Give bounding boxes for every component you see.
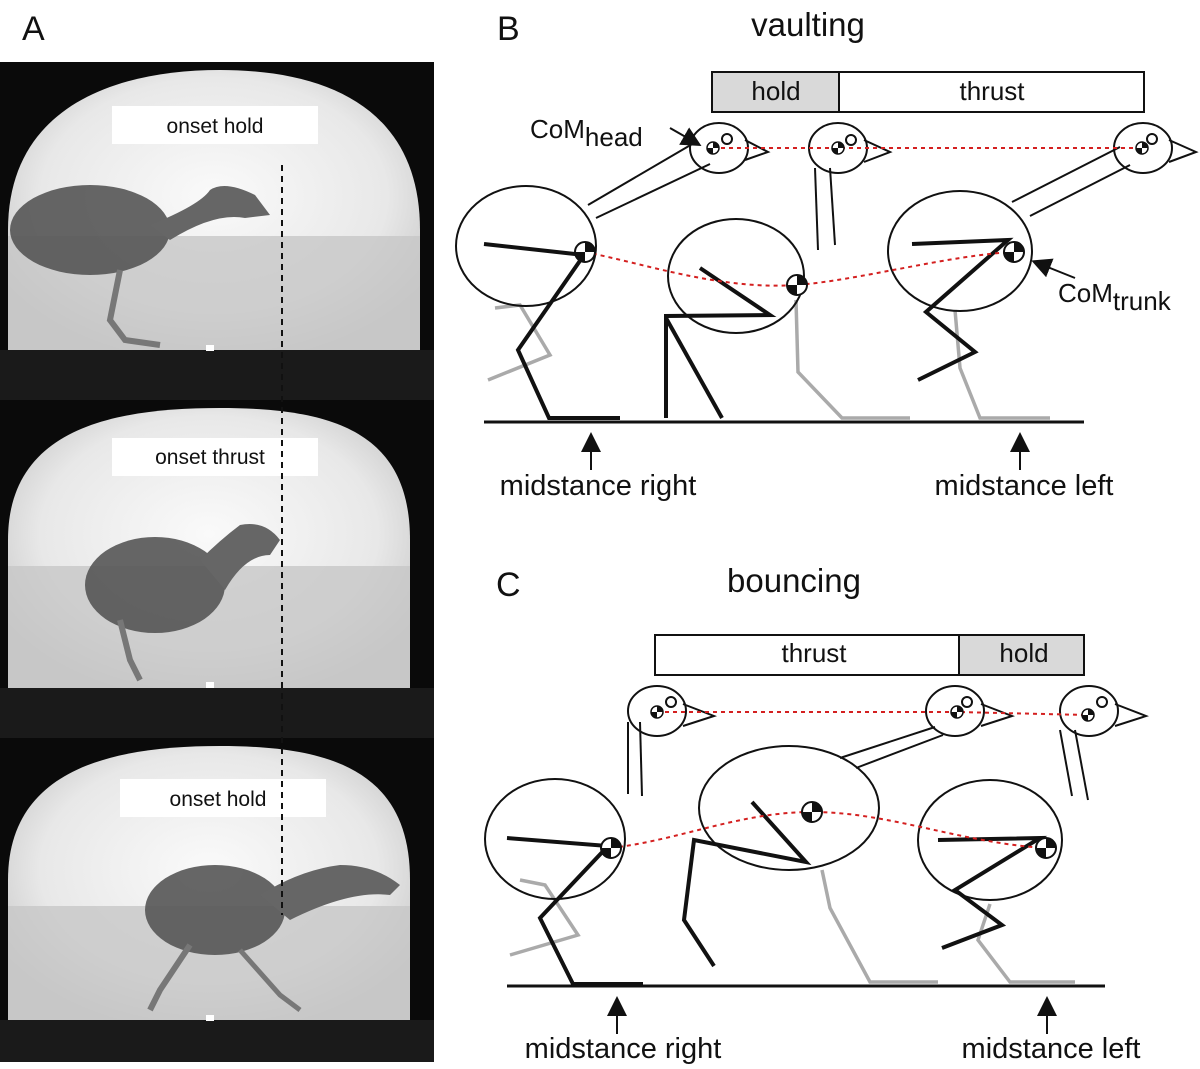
panel-c-title: bouncing (727, 562, 861, 599)
panel-b: B vaulting hold thrust (455, 6, 1199, 502)
phase-bar-bouncing: thrust hold (654, 634, 1085, 676)
xray-frame-3: onset hold (0, 738, 434, 1062)
phase-hold-label-c: hold (999, 638, 1048, 668)
frame-1-label: onset hold (167, 115, 264, 138)
frame-3-label: onset hold (170, 788, 267, 811)
phase-thrust-box (838, 71, 1145, 113)
phase-hold-label: hold (751, 76, 800, 106)
eye-icon (721, 133, 733, 145)
com-head-marker-c2 (950, 705, 964, 719)
xray-frame-1: onset hold (0, 62, 434, 400)
com-trunk-marker-c2 (801, 801, 823, 823)
phase-bar-vaulting: hold thrust (711, 71, 1145, 113)
bird-diagram-b2 (664, 122, 910, 420)
panel-c: C bouncing thrust hold (484, 562, 1149, 1065)
bird-diagram-c1 (484, 685, 717, 986)
phase-thrust-label-c: thrust (781, 638, 847, 668)
com-trunk-marker-b1 (574, 241, 596, 263)
com-trunk-marker-b3 (1003, 241, 1025, 263)
com-head-arrow (669, 127, 702, 146)
panel-b-letter: B (497, 10, 520, 48)
xray-frame-2: onset thrust (0, 400, 434, 738)
frame-2-label: onset thrust (155, 446, 265, 469)
bird-xray-3 (145, 865, 400, 1012)
bird-xray-1 (10, 185, 270, 348)
head-com-trajectory-c (657, 711, 1089, 716)
eye-icon (961, 696, 973, 708)
panel-a: A onset hold (0, 10, 434, 1062)
phase-thrust-box-c (654, 634, 960, 676)
trunk-com-trajectory-b (584, 251, 1015, 287)
com-head-marker-b3 (1135, 141, 1149, 155)
com-trunk-label: CoMtrunk (1058, 278, 1172, 316)
trunk-com-trajectory-c (610, 810, 1047, 849)
eye-icon (1146, 133, 1158, 145)
eye-icon (845, 134, 857, 146)
com-head-marker-b1 (706, 141, 720, 155)
midstance-left-label-c: midstance left (962, 1033, 1141, 1065)
com-head-marker-c3 (1081, 708, 1095, 722)
com-head-marker-c1 (650, 705, 664, 719)
eye-icon (665, 696, 677, 708)
panel-b-title: vaulting (751, 6, 865, 43)
midstance-right-label-b: midstance right (500, 470, 697, 502)
bird-diagram-b1 (455, 122, 771, 420)
phase-thrust-label: thrust (959, 76, 1025, 106)
com-trunk-marker-b2 (786, 274, 808, 296)
bird-diagram-c2 (681, 685, 1015, 984)
bird-diagram-c3 (917, 685, 1149, 984)
phase-hold-box (711, 71, 840, 113)
com-trunk-marker-c3 (1035, 837, 1057, 859)
midstance-right-label-c: midstance right (525, 1033, 722, 1065)
com-head-label: CoMhead (530, 114, 643, 152)
panel-c-letter: C (496, 566, 521, 604)
bird-diagram-b3 (887, 122, 1199, 420)
panel-a-letter: A (22, 10, 45, 48)
eye-icon (1096, 696, 1108, 708)
com-head-marker-b2 (831, 141, 845, 155)
bird-xray-2 (85, 524, 280, 682)
phase-hold-box-c (958, 634, 1085, 676)
com-trunk-marker-c1 (600, 837, 622, 859)
com-trunk-arrow (1031, 258, 1076, 279)
midstance-left-label-b: midstance left (935, 470, 1114, 502)
